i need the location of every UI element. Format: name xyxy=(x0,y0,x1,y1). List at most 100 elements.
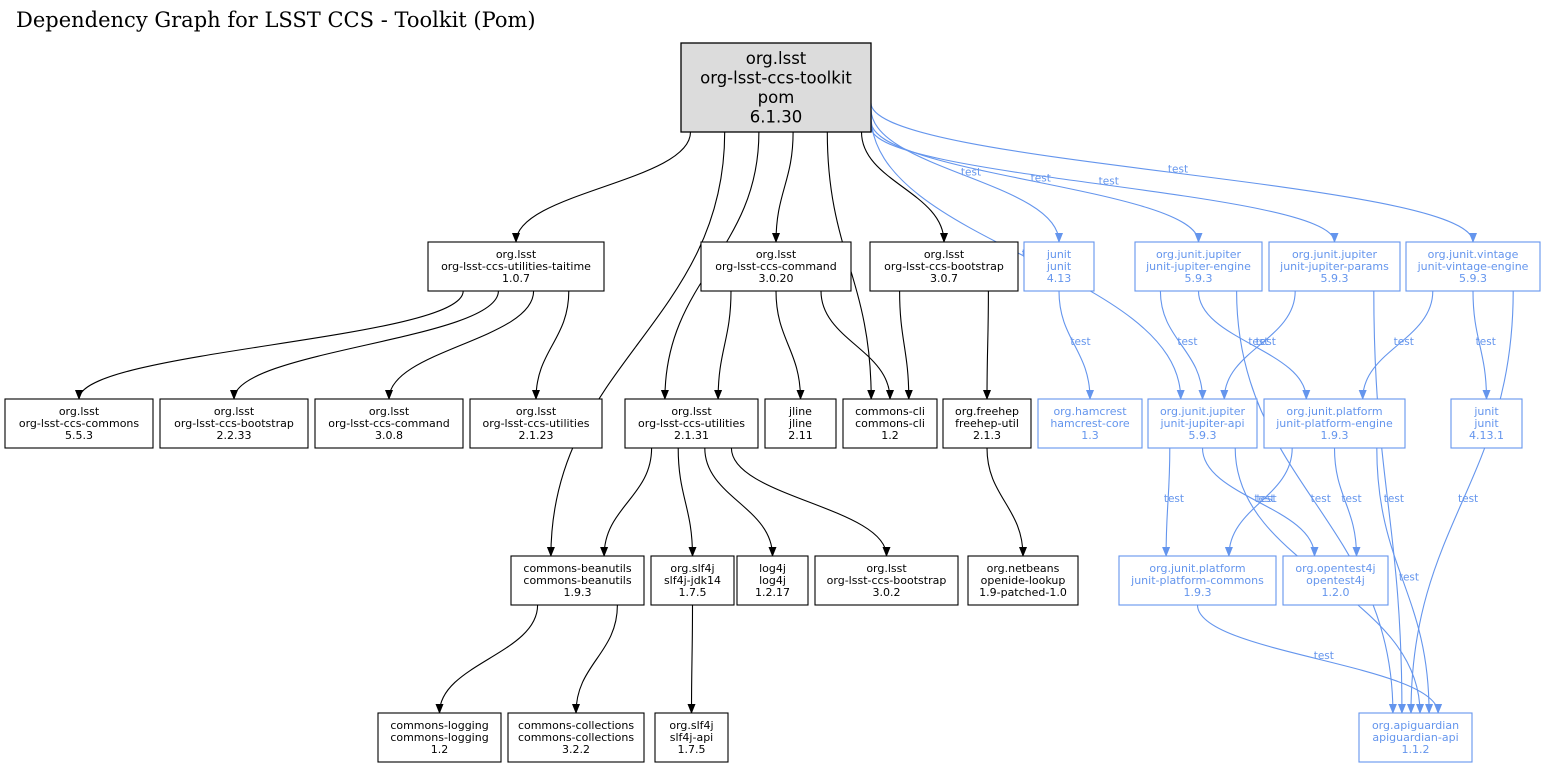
node-platformengine-line-0: org.junit.platform xyxy=(1286,405,1382,418)
edge-label-vintage-to-junit4131: test xyxy=(1476,336,1496,348)
edge-taitime-to-commons553 xyxy=(75,290,464,400)
edge-label-junit413-to-hamcrest: test xyxy=(1070,336,1090,348)
node-vintage-line-1: junit-vintage-engine xyxy=(1417,260,1529,273)
edge-label-platformengine-to-platformcommons: test xyxy=(1256,493,1276,505)
node-box-hamcrest xyxy=(1037,398,1143,449)
edge-platformengine-to-platformcommons xyxy=(1224,447,1293,557)
node-command308-line-1: org-lsst-ccs-command xyxy=(328,417,450,430)
node-box-jline xyxy=(764,398,837,449)
node-platformcommons-line-2: 1.9.3 xyxy=(1184,586,1212,599)
edge-root-to-beanutils xyxy=(546,131,726,557)
edge-root-to-command3020 xyxy=(772,131,794,243)
node-box-bootstrap2233 xyxy=(159,398,309,449)
edge-command3020-to-jline xyxy=(775,290,805,400)
node-command3020-line-1: org-lsst-ccs-command xyxy=(715,260,837,273)
node-openide[interactable]: org.netbeansopenide-lookup1.9-patched-1.… xyxy=(967,555,1079,606)
node-opentest4j-line-1: opentest4j xyxy=(1306,574,1365,587)
node-command308-line-0: org.lsst xyxy=(369,405,410,418)
node-bootstrap307-line-0: org.lsst xyxy=(924,248,965,261)
node-beanutils-line-2: 1.9.3 xyxy=(564,586,592,599)
edge-taitime-to-utilities2123 xyxy=(532,290,570,400)
node-commonscollections[interactable]: commons-collectionscommons-collections3.… xyxy=(507,712,645,763)
node-jline-line-1: jline xyxy=(788,417,812,430)
node-taitime-line-2: 1.0.7 xyxy=(502,272,530,285)
node-platformcommons-line-1: junit-platform-commons xyxy=(1130,574,1264,587)
node-log4j-line-2: 1.2.17 xyxy=(755,586,790,599)
edge-label-vintage-to-platformengine: test xyxy=(1394,336,1414,348)
node-box-commonscli xyxy=(842,398,938,449)
node-box-taitime xyxy=(427,241,605,292)
node-jupiterapi-line-0: org.junit.jupiter xyxy=(1160,405,1246,418)
node-vintage-line-0: org.junit.vintage xyxy=(1428,248,1519,261)
node-box-apiguardian xyxy=(1358,712,1473,763)
node-platformengine[interactable]: org.junit.platformjunit-platform-engine1… xyxy=(1263,398,1406,449)
node-jupiterengine[interactable]: org.junit.jupiterjunit-jupiter-engine5.9… xyxy=(1134,241,1263,292)
node-jupiterengine-line-1: junit-jupiter-engine xyxy=(1145,260,1251,273)
node-junit413-line-0: junit xyxy=(1046,248,1072,261)
edge-command3020-to-commonscli xyxy=(820,290,894,400)
node-commons553-line-2: 5.5.3 xyxy=(65,429,93,442)
node-jupiterengine-line-2: 5.9.3 xyxy=(1185,272,1213,285)
node-box-commons553 xyxy=(4,398,154,449)
node-log4j-line-0: log4j xyxy=(759,562,786,575)
node-vintage[interactable]: org.junit.vintagejunit-vintage-engine5.9… xyxy=(1405,241,1541,292)
edge-root-to-bootstrap307 xyxy=(860,131,948,243)
node-platformcommons[interactable]: org.junit.platformjunit-platform-commons… xyxy=(1118,555,1277,606)
edge-bootstrap307-to-freehep xyxy=(983,290,992,400)
node-commonslogging-line-1: commons-logging xyxy=(390,731,488,744)
node-jupiterparams-line-1: junit-jupiter-params xyxy=(1279,260,1389,273)
edge-label-root-to-jupiterparams: test xyxy=(1099,176,1119,188)
edge-platformengine-to-opentest4j xyxy=(1333,447,1361,557)
node-box-commonscollections xyxy=(507,712,645,763)
node-beanutils-line-0: commons-beanutils xyxy=(523,562,631,575)
node-jline-line-0: jline xyxy=(788,405,812,418)
edge-command3020-to-utilities2131 xyxy=(714,290,732,400)
node-commonscollections-line-2: 3.2.2 xyxy=(562,743,590,756)
node-box-utilities2123 xyxy=(469,398,603,449)
node-opentest4j-line-0: org.opentest4j xyxy=(1295,562,1375,575)
node-box-junit4131 xyxy=(1450,398,1523,449)
edge-jupiterengine-to-jupiterapi xyxy=(1159,290,1207,400)
node-commonscli-line-2: 1.2 xyxy=(881,429,899,442)
node-jupiterparams[interactable]: org.junit.jupiterjunit-jupiter-params5.9… xyxy=(1268,241,1401,292)
edge-utilities2131-to-beanutils xyxy=(600,447,653,557)
edge-jupiterparams-to-jupiterapi xyxy=(1220,290,1296,400)
edge-root-to-vintage xyxy=(870,102,1477,243)
graph-title: Dependency Graph for LSST CCS - Toolkit … xyxy=(16,8,536,32)
node-commonslogging-line-0: commons-logging xyxy=(390,719,488,732)
node-commonscli-line-0: commons-cli xyxy=(855,405,925,418)
node-openide-line-2: 1.9-patched-1.0 xyxy=(979,586,1067,599)
node-taitime[interactable]: org.lsstorg-lsst-ccs-utilities-taitime1.… xyxy=(427,241,605,292)
node-junit4131-line-2: 4.13.1 xyxy=(1469,429,1504,442)
edge-platformcommons-to-apiguardian xyxy=(1196,604,1443,714)
node-apiguardian-line-1: apiguardian-api xyxy=(1372,731,1458,744)
node-command3020-line-0: org.lsst xyxy=(756,248,797,261)
node-junit413-line-1: junit xyxy=(1046,260,1072,273)
node-bootstrap2233-line-1: org-lsst-ccs-bootstrap xyxy=(174,417,294,430)
node-openide-line-0: org.netbeans xyxy=(987,562,1060,575)
